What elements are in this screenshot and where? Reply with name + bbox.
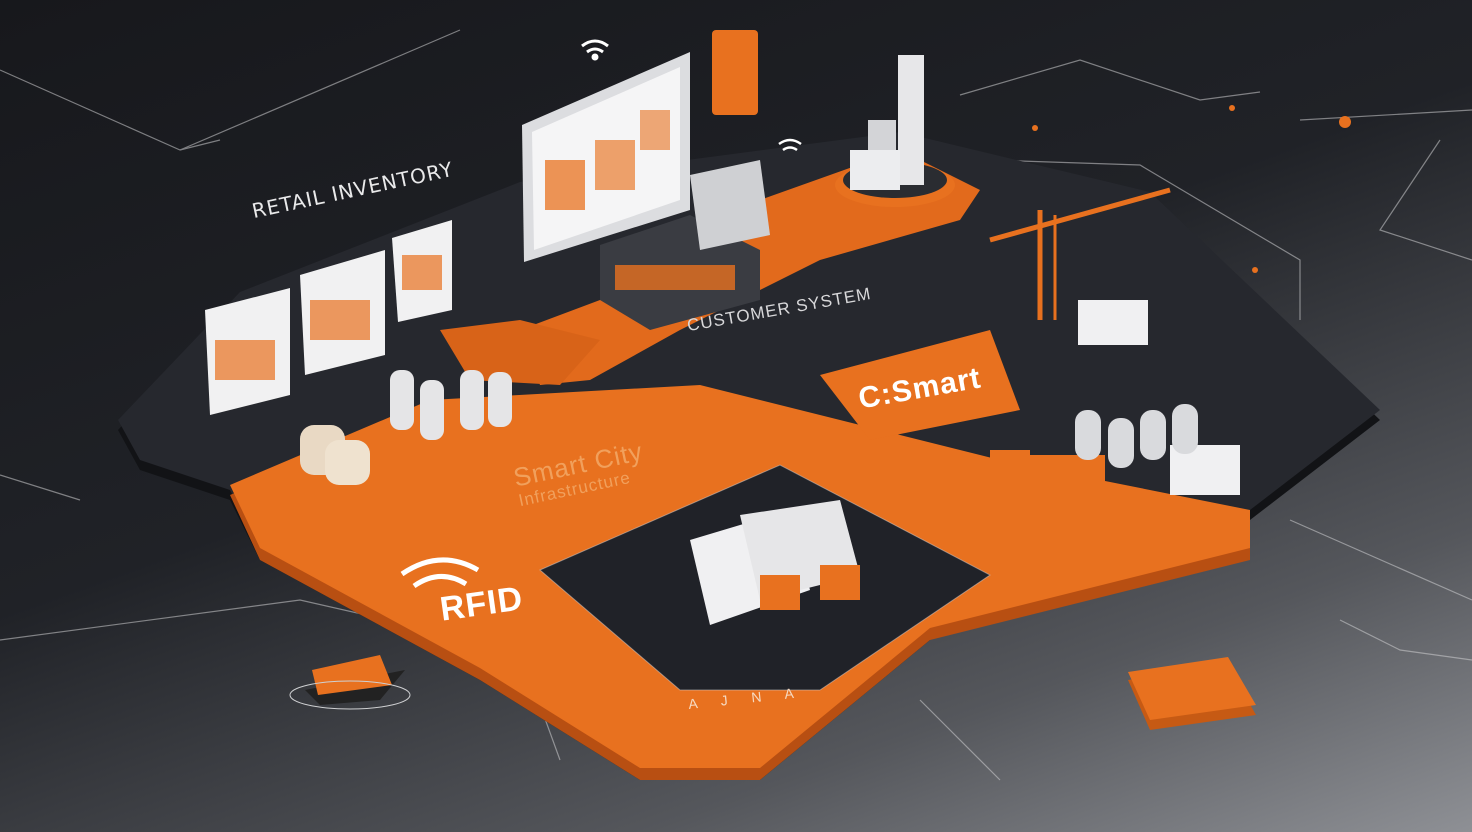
truck-center (690, 500, 860, 625)
skyscraper-platform (835, 55, 955, 207)
rfid-wave-icon (400, 557, 480, 589)
wifi-icon (581, 39, 609, 61)
wifi-small-icon (778, 138, 802, 152)
crane (989, 187, 1171, 320)
coin-stacks (300, 425, 370, 485)
warehouse (600, 160, 770, 330)
retail-screens (205, 220, 452, 415)
storage-cylinders (390, 370, 1198, 468)
ship (289, 655, 411, 710)
orange-tiles (712, 30, 1256, 730)
circuit-dots (1032, 105, 1351, 273)
monitor (522, 52, 690, 262)
truck-right (990, 300, 1240, 500)
